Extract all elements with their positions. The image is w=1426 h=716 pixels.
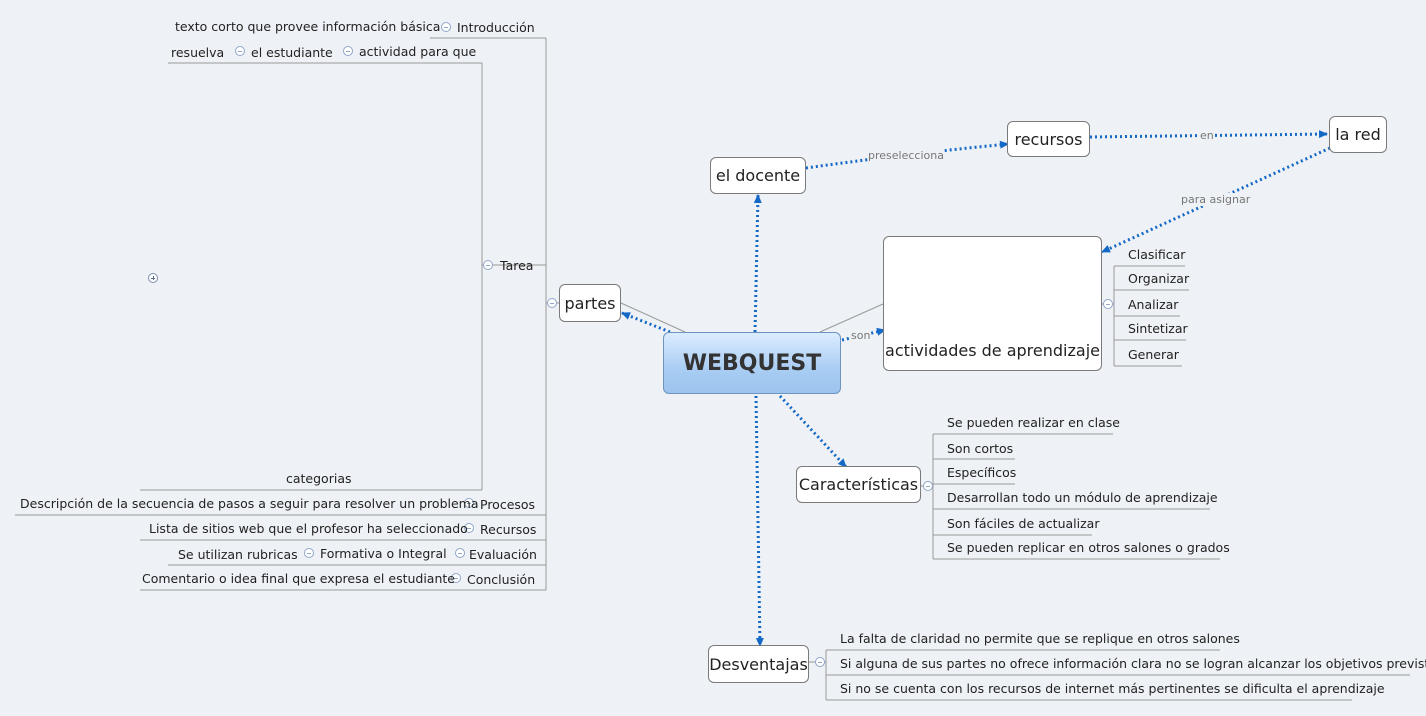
node-caracteristicas[interactable]: Características xyxy=(796,466,921,503)
collapse-caracteristicas-icon[interactable] xyxy=(923,481,933,491)
subtopic-introduccion-texto[interactable]: texto corto que provee información básic… xyxy=(175,19,441,34)
collapse-procesos-icon[interactable] xyxy=(464,498,474,508)
relation-label-son: son xyxy=(851,329,871,342)
subtopic-procesos[interactable]: Procesos xyxy=(480,497,536,512)
collapse-estudiante-icon[interactable] xyxy=(235,46,245,56)
subtopic-recursos[interactable]: Recursos xyxy=(480,522,537,537)
collapse-tarea-icon[interactable] xyxy=(483,260,493,270)
subtopic-el-estudiante[interactable]: el estudiante xyxy=(251,45,333,60)
subtopic-actividad-para-que[interactable]: actividad para que xyxy=(359,44,477,59)
subtopic-clasificar[interactable]: Clasificar xyxy=(1128,247,1186,262)
subtopic-replicar[interactable]: Se pueden replicar en otros salones o gr… xyxy=(947,540,1230,555)
collapse-conclusion-icon[interactable] xyxy=(451,573,461,583)
subtopic-introduccion[interactable]: Introducción xyxy=(457,20,535,35)
subtopic-desarrollan-modulo[interactable]: Desarrollan todo un módulo de aprendizaj… xyxy=(947,490,1218,505)
subtopic-recursos-internet[interactable]: Si no se cuenta con los recursos de inte… xyxy=(840,681,1385,696)
collapse-recursos-icon[interactable] xyxy=(464,523,474,533)
subtopic-procesos-descripcion[interactable]: Descripción de la secuencia de pasos a s… xyxy=(20,496,479,511)
subtopic-evaluacion[interactable]: Evaluación xyxy=(469,547,537,562)
collapse-evaluacion-icon[interactable] xyxy=(455,548,465,558)
subtopic-resuelva[interactable]: resuelva xyxy=(171,45,225,60)
subtopic-rubricas[interactable]: Se utilizan rubricas xyxy=(178,547,298,562)
subtopic-conclusion[interactable]: Conclusión xyxy=(467,572,536,587)
collapse-actividad-icon[interactable] xyxy=(343,46,353,56)
node-el-docente[interactable]: el docente xyxy=(710,157,806,194)
subtopic-sintetizar[interactable]: Sintetizar xyxy=(1128,321,1188,336)
subtopic-realizar-en-clase[interactable]: Se pueden realizar en clase xyxy=(947,415,1120,430)
collapse-actividades-icon[interactable] xyxy=(1103,299,1113,309)
node-partes[interactable]: partes xyxy=(559,284,621,322)
central-topic-webquest[interactable]: WEBQUEST xyxy=(663,332,841,394)
collapse-introduccion-icon[interactable] xyxy=(441,22,451,32)
subtopic-categorias[interactable]: categorias xyxy=(286,471,352,486)
node-la-red[interactable]: la red xyxy=(1329,116,1387,153)
node-desventajas[interactable]: Desventajas xyxy=(708,645,809,683)
subtopic-recursos-lista[interactable]: Lista de sitios web que el profesor ha s… xyxy=(149,521,468,536)
node-actividades-de-aprendizaje[interactable]: actividades de aprendizaje xyxy=(883,236,1102,371)
subtopic-organizar[interactable]: Organizar xyxy=(1128,271,1190,286)
subtopic-generar[interactable]: Generar xyxy=(1128,347,1179,362)
subtopic-falta-de-claridad[interactable]: La falta de claridad no permite que se r… xyxy=(840,631,1240,646)
node-recursos[interactable]: recursos xyxy=(1007,121,1090,157)
collapse-formativa-icon[interactable] xyxy=(304,548,314,558)
relation-label-preselecciona: preselecciona xyxy=(868,149,944,162)
relation-label-para-asignar: para asignar xyxy=(1181,193,1251,206)
subtopic-tarea[interactable]: Tarea xyxy=(500,258,534,273)
subtopic-analizar[interactable]: Analizar xyxy=(1128,297,1179,312)
collapse-desventajas-icon[interactable] xyxy=(815,657,825,667)
subtopic-formativa-integral[interactable]: Formativa o Integral xyxy=(320,546,447,561)
subtopic-faciles-de-actualizar[interactable]: Son fáciles de actualizar xyxy=(947,516,1100,531)
subtopic-especificos[interactable]: Específicos xyxy=(947,465,1017,480)
relation-label-en: en xyxy=(1200,129,1214,142)
collapse-partes-icon[interactable] xyxy=(547,298,557,308)
expand-plus-icon[interactable] xyxy=(148,273,158,283)
subtopic-conclusion-comentario[interactable]: Comentario o idea final que expresa el e… xyxy=(142,571,455,586)
subtopic-son-cortos[interactable]: Son cortos xyxy=(947,441,1014,456)
subtopic-informacion-no-clara[interactable]: Si alguna de sus partes no ofrece inform… xyxy=(840,656,1426,671)
